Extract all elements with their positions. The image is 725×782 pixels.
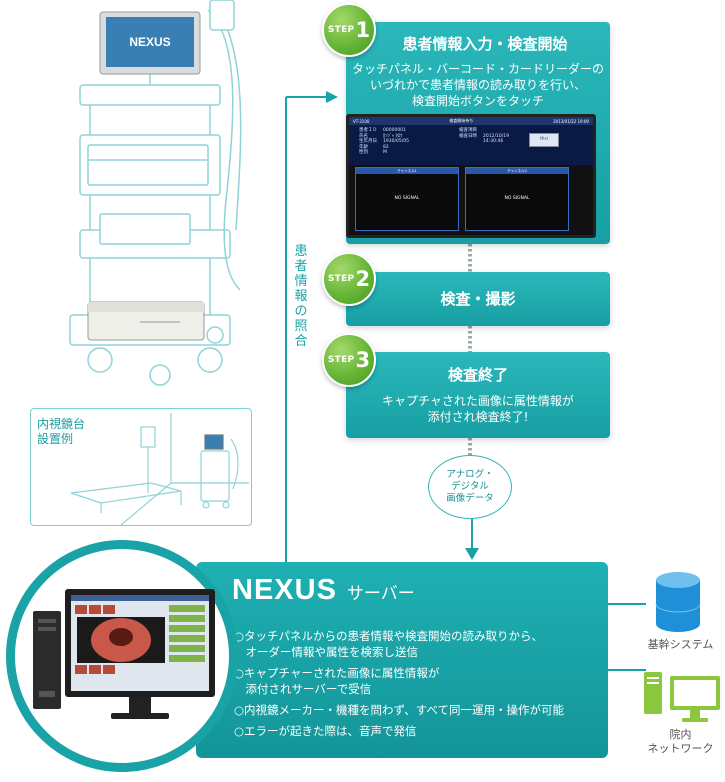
feature-item: ○キャプチャーされた画像に属性情報が 添付されサーバーで受信 bbox=[234, 666, 440, 696]
nexus-heading: NEXUS サーバー bbox=[232, 574, 415, 607]
core-system-label: 基幹システム bbox=[647, 638, 714, 651]
vertical-label-char: 患 bbox=[294, 244, 308, 259]
nexus-server-panel: NEXUS サーバー ○タッチパネルからの患者情報や検査開始の読み取りから、 オ… bbox=[196, 562, 608, 758]
step-connector-dots-2 bbox=[468, 326, 472, 352]
vertical-label-char: の bbox=[294, 304, 308, 319]
screen-field-row: 氏名ｶﾝｼﾞｬ ﾀﾛｳ bbox=[359, 133, 403, 139]
patient-info-matching-label: 患者情報の照合 bbox=[293, 244, 309, 349]
step-1-box: 患者情報入力・検査開始 タッチパネル・バーコード・カードリーダーの いづれかで患… bbox=[346, 22, 610, 244]
step-1-description: タッチパネル・バーコード・カードリーダーの いづれかで患者情報の読み取りを行い、… bbox=[351, 62, 604, 108]
monitor-logo: NEXUS bbox=[129, 35, 170, 49]
network-computer-icon bbox=[644, 672, 720, 722]
step-connector-dots-1 bbox=[468, 244, 472, 272]
step-3-title: 検査終了 bbox=[447, 366, 508, 384]
feature-item: ○タッチパネルからの患者情報や検査開始の読み取りから、 オーダー情報や属性を検索… bbox=[234, 629, 544, 659]
data-flow-arrow bbox=[465, 518, 479, 560]
screen-channel-left: チャンネル1 NO SIGNAL bbox=[355, 167, 459, 231]
image-data-oval: アナログ・ デジタル 画像データ bbox=[428, 455, 512, 519]
nexus-feature-list: ○タッチパネルからの患者情報や検査開始の読み取りから、 オーダー情報や属性を検索… bbox=[234, 628, 604, 739]
exam-room-illustration bbox=[70, 413, 249, 525]
workstation-circle bbox=[6, 540, 238, 772]
vertical-label-char: 合 bbox=[294, 334, 308, 349]
step-3-description: キャプチャされた画像に属性情報が 添付され検査終了! bbox=[382, 394, 574, 424]
server-label: サーバー bbox=[346, 584, 415, 604]
screen-header: VT-3100 検査開始待ち 2013/01/22 19:09 bbox=[349, 117, 593, 125]
vertical-label-char: 報 bbox=[294, 289, 308, 304]
step-2-box: 検査・撮影 bbox=[346, 272, 610, 326]
step-3-box: 検査終了 キャプチャされた画像に属性情報が 添付され検査終了! bbox=[346, 352, 610, 438]
database-icon bbox=[655, 572, 701, 632]
step-connector-dots-3 bbox=[468, 438, 472, 456]
step-1-title: 患者情報入力・検査開始 bbox=[402, 35, 568, 53]
endoscopy-cart-illustration: NEXUS bbox=[69, 0, 242, 386]
nexus-logo: NEXUS bbox=[232, 574, 337, 606]
flow-connector bbox=[285, 91, 338, 563]
screen-field-row: 検査項目 bbox=[459, 128, 477, 133]
screen-reset-button[interactable]: ﾘｾｯﾄ bbox=[529, 133, 559, 147]
vertical-label-char: 者 bbox=[294, 259, 308, 274]
screen-channel-right: チャンネル2 NO SIGNAL bbox=[465, 167, 569, 231]
step-2-title: 検査・撮影 bbox=[440, 290, 516, 308]
vertical-label-char: 情 bbox=[294, 274, 308, 289]
screen-field-row: 14:30:46 bbox=[483, 139, 504, 144]
installation-example-box: 内視鏡台 設置例 bbox=[30, 408, 252, 526]
feature-item: ○内視鏡メーカー・機種を問わず、すべて同一運用・操作が可能 bbox=[234, 703, 564, 717]
workstation-illustration bbox=[33, 589, 215, 719]
hospital-network-label: 院内 ネットワーク bbox=[647, 728, 714, 755]
installation-example-label: 内視鏡台 設置例 bbox=[37, 417, 86, 446]
vertical-label-char: 照 bbox=[294, 319, 308, 334]
feature-item: ○エラーが起きた際は、音声で発信 bbox=[234, 724, 417, 738]
server-link-lines bbox=[606, 603, 646, 671]
